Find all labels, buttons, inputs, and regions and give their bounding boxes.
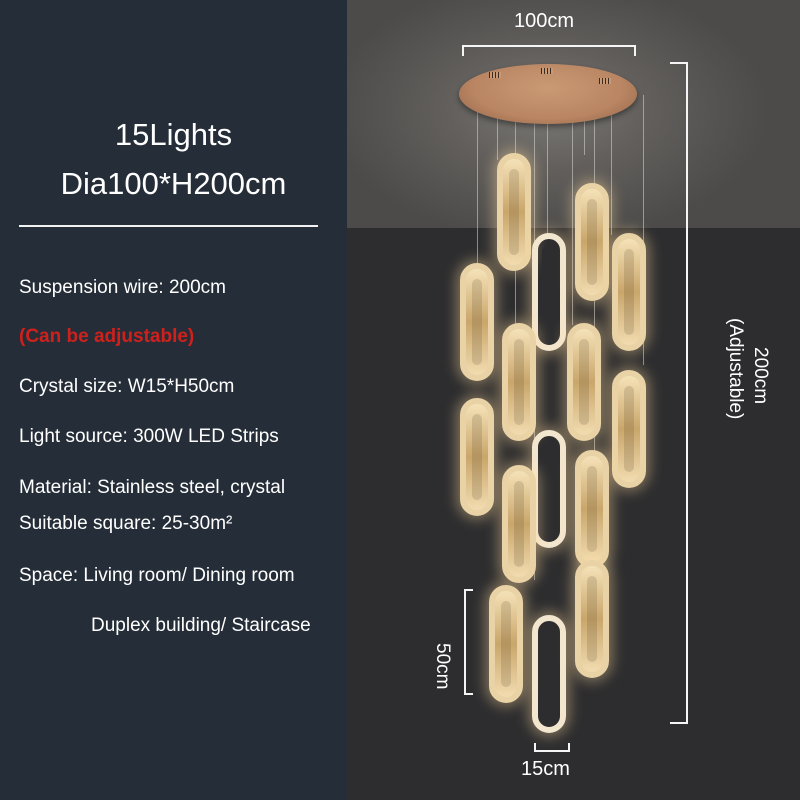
crystal-ring xyxy=(532,233,566,351)
crystal-ring xyxy=(575,560,609,678)
crystal-ring xyxy=(575,450,609,568)
crystal-ring xyxy=(532,615,566,733)
product-photo: 100cm 200cm (Adjustable) 50cm 15cm xyxy=(347,0,800,800)
height-bracket-tick xyxy=(670,62,688,64)
canopy-vent xyxy=(541,68,553,74)
crystal-ring xyxy=(532,430,566,548)
spec-adjustable-note: (Can be adjustable) xyxy=(19,326,195,347)
height-dimension-label: 200cm xyxy=(750,347,771,405)
crystal-height-bracket-tick xyxy=(464,693,473,695)
width-bracket-tick xyxy=(634,45,636,56)
spec-space-continued: Duplex building/ Staircase xyxy=(91,615,311,636)
title-divider xyxy=(19,225,318,227)
crystal-ring xyxy=(612,370,646,488)
height-bracket-tick xyxy=(670,722,688,724)
crystal-ring xyxy=(460,398,494,516)
crystal-height-bracket xyxy=(464,589,466,695)
product-title: 15Lights xyxy=(114,117,233,152)
wall xyxy=(347,228,800,800)
crystal-ring xyxy=(567,323,601,441)
crystal-ring xyxy=(497,153,531,271)
spec-panel: 15Lights Dia100*H200cm Suspension wire: … xyxy=(0,0,347,800)
spec-suspension-wire: Suspension wire: 200cm xyxy=(19,277,226,298)
crystal-height-bracket-tick xyxy=(464,589,473,591)
suspension-wire xyxy=(477,95,478,270)
width-dimension-label: 100cm xyxy=(514,10,575,32)
crystal-ring xyxy=(612,233,646,351)
crystal-ring xyxy=(502,323,536,441)
ceiling-canopy xyxy=(459,64,637,124)
canopy-vent xyxy=(599,78,611,84)
crystal-height-label: 50cm xyxy=(432,643,453,690)
crystal-ring xyxy=(489,585,523,703)
suspension-wire xyxy=(643,95,644,365)
width-bracket-tick xyxy=(462,45,464,56)
height-adjustable-note: (Adjustable) xyxy=(725,318,746,420)
height-bracket xyxy=(686,62,688,724)
suspension-wire xyxy=(572,95,573,325)
crystal-width-bracket-tick xyxy=(568,743,570,752)
spec-suitable-square: Suitable square: 25-30m² xyxy=(19,513,233,534)
crystal-width-bracket-tick xyxy=(534,743,536,752)
suspension-wire xyxy=(497,110,498,160)
canopy-vent xyxy=(489,72,501,78)
suspension-wire xyxy=(584,100,585,155)
spec-space: Space: Living room/ Dining room xyxy=(19,565,295,586)
spec-light-source: Light source: 300W LED Strips xyxy=(19,426,279,447)
spec-material: Material: Stainless steel, crystal xyxy=(19,477,286,498)
crystal-width-bracket xyxy=(534,750,570,752)
spec-crystal-size: Crystal size: W15*H50cm xyxy=(19,376,235,397)
suspension-wire xyxy=(611,95,612,235)
crystal-ring xyxy=(460,263,494,381)
suspension-wire xyxy=(547,85,548,235)
product-dimensions-title: Dia100*H200cm xyxy=(60,166,287,201)
crystal-ring xyxy=(502,465,536,583)
crystal-ring xyxy=(575,183,609,301)
crystal-width-label: 15cm xyxy=(521,758,570,780)
width-bracket xyxy=(462,45,636,47)
